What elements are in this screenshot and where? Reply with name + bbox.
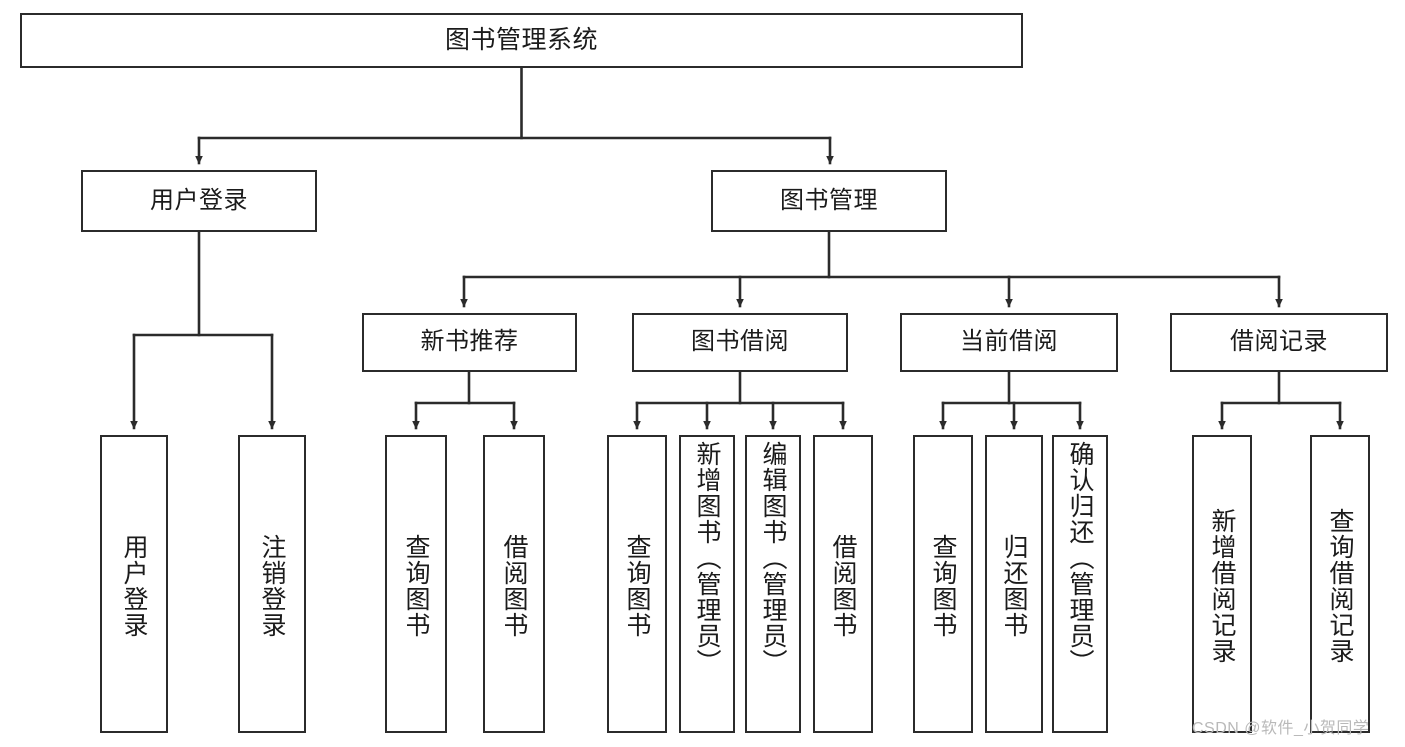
node-user-login[interactable]: 用户登录: [81, 170, 317, 232]
node-leaf-query-book-1[interactable]: 查询图书: [385, 435, 447, 733]
node-book-borrow-label: 图书借阅: [691, 328, 789, 356]
node-leaf-add-book-admin-label: 新增图书（管理员）: [693, 441, 721, 675]
node-leaf-edit-book-admin-label: 编辑图书（管理员）: [759, 441, 787, 675]
node-leaf-borrow-book-2-label: 借阅图书: [829, 534, 857, 638]
node-leaf-query-book-3-label: 查询图书: [929, 534, 957, 638]
node-current-borrow[interactable]: 当前借阅: [900, 313, 1118, 372]
node-book-management-label: 图书管理: [780, 186, 878, 214]
node-leaf-edit-book-admin[interactable]: 编辑图书（管理员）: [745, 435, 801, 733]
node-leaf-query-book-2[interactable]: 查询图书: [607, 435, 667, 733]
node-leaf-query-book-3[interactable]: 查询图书: [913, 435, 973, 733]
node-book-borrow[interactable]: 图书借阅: [632, 313, 848, 372]
node-leaf-query-borrow-record[interactable]: 查询借阅记录: [1310, 435, 1370, 733]
node-leaf-borrow-book-1-label: 借阅图书: [500, 534, 528, 638]
node-leaf-add-borrow-record[interactable]: 新增借阅记录: [1192, 435, 1252, 733]
node-leaf-confirm-return-admin-label: 确认归还（管理员）: [1066, 441, 1094, 675]
node-leaf-query-book-1-label: 查询图书: [402, 534, 430, 638]
node-new-book-recommend-label: 新书推荐: [420, 328, 519, 356]
node-leaf-add-borrow-record-label: 新增借阅记录: [1208, 508, 1236, 664]
node-leaf-query-book-2-label: 查询图书: [623, 534, 651, 638]
node-leaf-return-book[interactable]: 归还图书: [985, 435, 1043, 733]
node-root[interactable]: 图书管理系统: [20, 13, 1023, 68]
node-leaf-query-borrow-record-label: 查询借阅记录: [1326, 508, 1354, 664]
node-borrow-record[interactable]: 借阅记录: [1170, 313, 1388, 372]
node-book-management[interactable]: 图书管理: [711, 170, 947, 232]
node-new-book-recommend[interactable]: 新书推荐: [362, 313, 577, 372]
node-leaf-add-book-admin[interactable]: 新增图书（管理员）: [679, 435, 735, 733]
node-leaf-user-login[interactable]: 用户登录: [100, 435, 168, 733]
node-current-borrow-label: 当前借阅: [960, 328, 1058, 356]
node-root-label: 图书管理系统: [444, 25, 598, 54]
node-user-login-label: 用户登录: [150, 186, 248, 214]
node-leaf-logout-login-label: 注销登录: [258, 534, 286, 638]
node-leaf-borrow-book-2[interactable]: 借阅图书: [813, 435, 873, 733]
node-leaf-user-login-label: 用户登录: [120, 534, 148, 638]
node-leaf-logout-login[interactable]: 注销登录: [238, 435, 306, 733]
csdn-watermark: CSDN @软件_小贺同学: [1192, 720, 1370, 737]
node-leaf-return-book-label: 归还图书: [1000, 534, 1028, 638]
node-borrow-record-label: 借阅记录: [1230, 328, 1328, 356]
node-leaf-borrow-book-1[interactable]: 借阅图书: [483, 435, 545, 733]
node-leaf-confirm-return-admin[interactable]: 确认归还（管理员）: [1052, 435, 1108, 733]
